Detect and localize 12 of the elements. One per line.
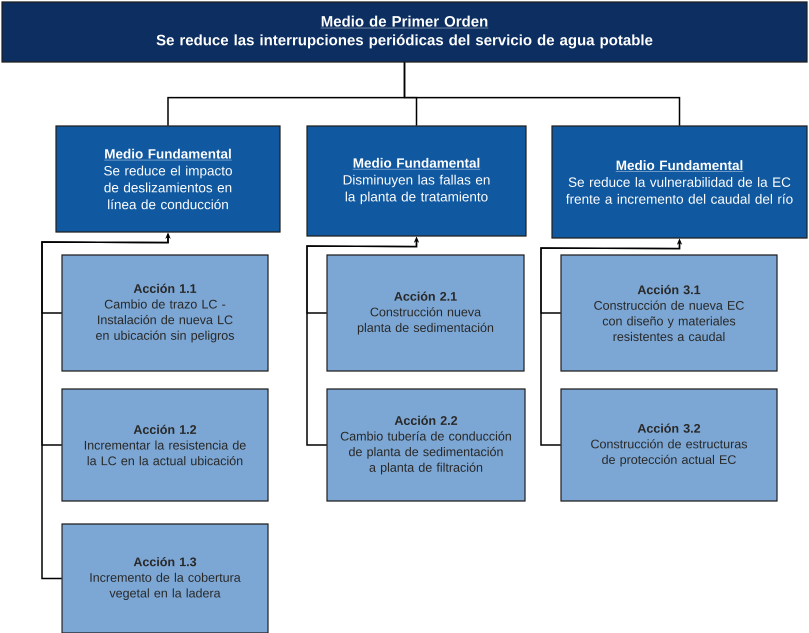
action-box: Acción 1.2 Incrementar la resistencia de la LC en la actual ubicación — [61, 388, 269, 502]
goal-box: Medio Fundamental Se reduce la vulnerabilidad de la EC frente a incremento del caudal del río — [551, 125, 808, 239]
action-box: Acción 3.2 Construcción de estructuras de protección actual EC — [560, 388, 778, 502]
action-box: Acción 1.3 Incremento de la cobertura vegetal en la ladera — [61, 523, 269, 633]
connector — [404, 62, 680, 126]
action-box: Acción 1.1 Cambio de trazo LC - Instalación de nueva LC en ubicación sin peligros — [61, 254, 269, 372]
title-box: Medio de Primer Orden Se reduce las interrupciones periódicas del servicio de agua potable — [1, 1, 808, 63]
action-box: Acción 2.1 Construcción nueva planta de sedimentación — [326, 254, 525, 372]
action-box: Acción 2.2 Cambio tubería de conducción de planta de sedimentación a planta de filtración — [326, 388, 526, 502]
action-box: Acción 3.1 Construcción de nueva EC con diseño y materiales resistentes a caudal — [560, 254, 778, 372]
goal-box: Medio Fundamental Disminuyen las fallas en la planta de tratamiento — [306, 125, 527, 237]
goal-box: Medio Fundamental Se reduce el impacto de deslizamientos en línea de conducción — [55, 125, 281, 233]
